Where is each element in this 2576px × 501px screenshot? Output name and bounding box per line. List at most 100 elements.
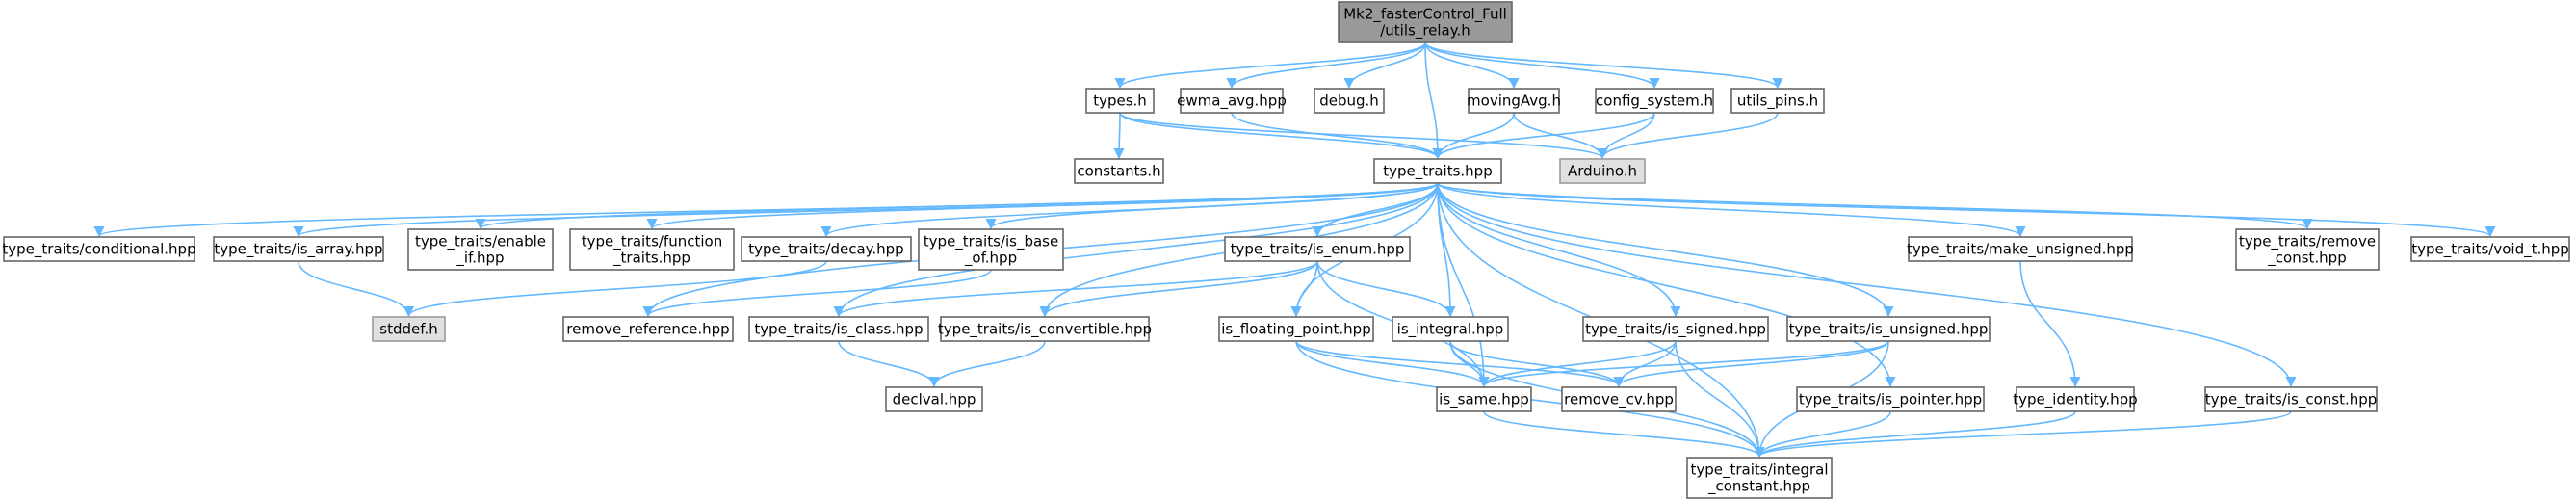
node-is-signed[interactable]: type_traits/is_signed.hpp xyxy=(1582,316,1769,342)
node-is-integral[interactable]: is_integral.hpp xyxy=(1392,316,1509,342)
node-decay[interactable]: type_traits/decay.hpp xyxy=(741,236,912,262)
node-integral-constant[interactable]: type_traits/integral_constant.hpp xyxy=(1686,457,1833,499)
node-box xyxy=(1373,158,1502,184)
node-label: type_traits/enable xyxy=(415,233,546,251)
edge-is_array-to-stddef_h xyxy=(298,260,415,318)
edge-type_traits-to-remove_const xyxy=(1437,182,2313,230)
node-label: Mk2_fasterControl_Full xyxy=(1343,6,1507,24)
node-box xyxy=(2016,386,2135,412)
node-box xyxy=(1224,236,1411,262)
node-utils-pins[interactable]: utils_pins.h xyxy=(1730,88,1825,114)
node-is-class[interactable]: type_traits/is_class.hpp xyxy=(748,316,929,342)
node-make-unsigned[interactable]: type_traits/make_unsigned.hpp xyxy=(1907,236,2134,262)
node-box xyxy=(1908,236,2133,262)
node-is-pointer[interactable]: type_traits/is_pointer.hpp xyxy=(1796,386,1985,412)
edge-is_enum-to-is_class xyxy=(833,260,1318,318)
node-label: is_integral.hpp xyxy=(1397,321,1504,339)
node-label: /utils_relay.h xyxy=(1380,22,1470,40)
node-box xyxy=(1074,158,1164,184)
node-label: type_traits/is_pointer.hpp xyxy=(1799,391,1982,409)
node-stddef-h[interactable]: stddef.h xyxy=(372,316,446,342)
node-label: stddef.h xyxy=(379,321,437,338)
node-label: type_traits/function xyxy=(582,233,722,251)
node-label: _traits.hpp xyxy=(612,250,690,268)
edge-is_base_of-to-remove_reference xyxy=(642,269,992,318)
node-box xyxy=(1559,158,1646,184)
node-is-array[interactable]: type_traits/is_array.hpp xyxy=(213,236,384,262)
node-label: type_traits/is_class.hpp xyxy=(754,321,923,339)
node-label: type_traits/make_unsigned.hpp xyxy=(1907,241,2134,259)
node-debug-h[interactable]: debug.h xyxy=(1314,88,1385,114)
node-function-traits[interactable]: type_traits/function_traits.hpp xyxy=(569,228,735,271)
node-is-enum[interactable]: type_traits/is_enum.hpp xyxy=(1224,236,1411,262)
node-config-system[interactable]: config_system.h xyxy=(1595,88,1714,114)
node-box xyxy=(2410,236,2570,262)
node-void-t[interactable]: type_traits/void_t.hpp xyxy=(2410,236,2570,262)
edge-type_traits-to-function_traits xyxy=(646,182,1439,230)
node-movingavg[interactable]: movingAvg.h xyxy=(1467,88,1561,114)
edge-type_traits-to-conditional xyxy=(93,182,1439,238)
edge-is_unsigned-to-is_same xyxy=(1478,340,1889,388)
node-box xyxy=(1218,316,1374,342)
node-is-same[interactable]: is_same.hpp xyxy=(1436,386,1532,412)
node-is-base-of[interactable]: type_traits/is_base_of.hpp xyxy=(918,228,1064,271)
node-label: remove_reference.hpp xyxy=(566,321,729,339)
edge-utils_pins-to-arduino_h xyxy=(1597,112,1779,160)
node-box xyxy=(1786,316,1991,342)
edge-root-to-types_h xyxy=(1114,41,1426,90)
node-label: type_traits/remove xyxy=(2239,233,2376,251)
node-box xyxy=(1686,457,1833,499)
edge-types_h-to-constants_h xyxy=(1113,112,1125,160)
node-label: type_traits/integral xyxy=(1691,461,1829,480)
edge-root-to-type_traits xyxy=(1424,41,1444,160)
node-label: type_traits/is_base xyxy=(924,233,1058,251)
node-type-traits[interactable]: type_traits.hpp xyxy=(1373,158,1502,184)
node-arduino-h[interactable]: Arduino.h xyxy=(1559,158,1646,184)
node-label: movingAvg.h xyxy=(1467,92,1561,110)
node-declval[interactable]: declval.hpp xyxy=(885,386,983,412)
edge-make_unsigned-to-type_identity xyxy=(2019,260,2081,388)
node-is-floating-point[interactable]: is_floating_point.hpp xyxy=(1218,316,1374,342)
edge-is_floating_point-to-is_same xyxy=(1295,340,1490,388)
node-label: constants.h xyxy=(1077,163,1160,180)
node-label: type_traits/conditional.hpp xyxy=(2,241,195,259)
node-label: remove_cv.hpp xyxy=(1564,391,1674,409)
node-remove-const[interactable]: type_traits/remove_const.hpp xyxy=(2235,228,2380,271)
node-box xyxy=(1392,316,1509,342)
edge-root-to-movingavg xyxy=(1424,41,1520,90)
node-box xyxy=(2204,386,2378,412)
node-label: ewma_avg.hpp xyxy=(1177,92,1287,111)
node-box xyxy=(1314,88,1385,114)
edge-is_const-to-integral_constant xyxy=(1754,410,2292,459)
edge-is_class-to-declval xyxy=(838,340,940,388)
node-ewma-avg[interactable]: ewma_avg.hpp xyxy=(1177,88,1287,114)
node-box xyxy=(569,228,735,271)
node-root[interactable]: Mk2_fasterControl_Full/utils_relay.h xyxy=(1338,1,1513,43)
node-box xyxy=(1436,386,1532,412)
edge-is_enum-to-is_convertible xyxy=(1039,260,1318,318)
node-conditional[interactable]: type_traits/conditional.hpp xyxy=(2,236,196,262)
node-label: _constant.hpp xyxy=(1707,478,1810,496)
node-is-unsigned[interactable]: type_traits/is_unsigned.hpp xyxy=(1786,316,1991,342)
node-label: type_traits/is_const.hpp xyxy=(2205,391,2378,409)
edge-type_traits-to-is_unsigned xyxy=(1437,182,1894,318)
node-constants-h[interactable]: constants.h xyxy=(1074,158,1164,184)
node-is-const[interactable]: type_traits/is_const.hpp xyxy=(2204,386,2378,412)
node-remove-cv[interactable]: remove_cv.hpp xyxy=(1561,386,1677,412)
node-is-convertible[interactable]: type_traits/is_convertible.hpp xyxy=(938,316,1152,342)
node-enable-if[interactable]: type_traits/enable_if.hpp xyxy=(407,228,554,271)
node-label: is_same.hpp xyxy=(1439,391,1529,409)
edge-type_traits-to-is_pointer xyxy=(1437,182,1896,388)
edge-is_unsigned-to-remove_cv xyxy=(1613,340,1889,388)
node-type-identity[interactable]: type_identity.hpp xyxy=(2013,386,2138,412)
edge-is_integral-to-remove_cv xyxy=(1449,340,1625,388)
node-box xyxy=(748,316,929,342)
node-types-h[interactable]: types.h xyxy=(1085,88,1155,114)
edge-type_traits-to-make_unsigned xyxy=(1437,182,2026,238)
node-label: debug.h xyxy=(1319,92,1379,110)
node-label: type_traits/void_t.hpp xyxy=(2411,241,2569,259)
edge-type_traits-to-is_same xyxy=(1437,182,1490,388)
node-remove-reference[interactable]: remove_reference.hpp xyxy=(562,316,734,342)
node-label: utils_pins.h xyxy=(1737,92,1818,111)
